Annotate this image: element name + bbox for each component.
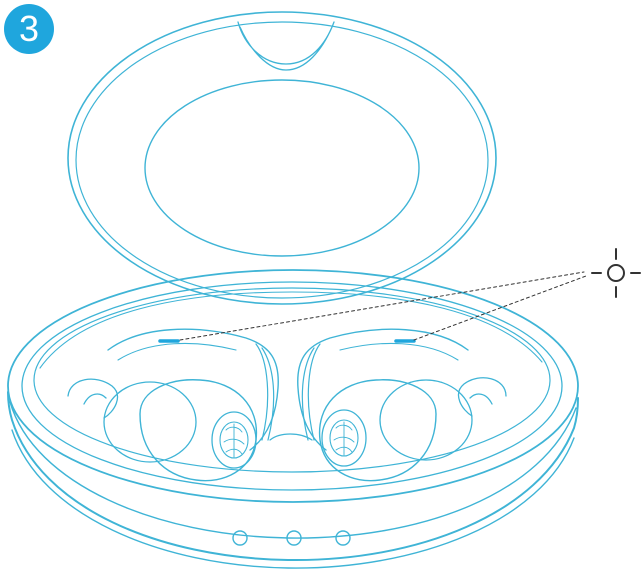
left-earbud (67, 328, 279, 482)
base-lower-band (11, 429, 575, 569)
right-earbud-inner (339, 342, 459, 361)
charge-led-3 (335, 530, 351, 546)
base-top-rim-outer (7, 269, 579, 503)
left-ear-wing (103, 381, 197, 463)
charge-led-1 (232, 530, 248, 546)
right-eartip-nozzle (321, 409, 367, 467)
left-earbud-inner (117, 342, 237, 361)
left-ear-hook (67, 378, 119, 419)
base-inner-tray (33, 287, 551, 473)
right-earbud-body (297, 328, 469, 451)
charge-led-2 (286, 530, 302, 546)
left-earbud-stem (255, 343, 275, 441)
led-light-bulb (607, 264, 625, 282)
led-light-icon (591, 248, 641, 298)
base-bottom-outline (7, 391, 579, 562)
base-side-band (9, 401, 577, 539)
callout-line-right (413, 275, 587, 341)
center-divider (269, 433, 313, 441)
step-number-badge: 3 (4, 4, 54, 54)
right-ear-wing (379, 379, 473, 461)
callout-line-left (179, 271, 585, 341)
led-callout-lines (179, 271, 587, 341)
case-base (7, 269, 579, 569)
right-earbud-stem (301, 343, 321, 441)
base-top-rim-inner (21, 281, 563, 491)
case-lid (67, 11, 497, 305)
right-earbud (297, 328, 507, 482)
lid-inner-rim (75, 21, 489, 299)
lid-center-panel (144, 79, 420, 257)
right-ear-hook (457, 377, 507, 417)
right-eartip-outer (318, 379, 437, 482)
lid-hinge-notch (237, 21, 335, 71)
left-mesh-pattern (223, 423, 245, 459)
left-earbud-body (107, 328, 279, 451)
right-mesh-pattern (333, 421, 355, 457)
base-tray-back-wall (39, 291, 543, 369)
left-eartip-nozzle (211, 411, 257, 469)
step-number: 3 (18, 8, 40, 49)
lid-outer-rim (67, 11, 497, 305)
charge-led-row (232, 530, 351, 546)
